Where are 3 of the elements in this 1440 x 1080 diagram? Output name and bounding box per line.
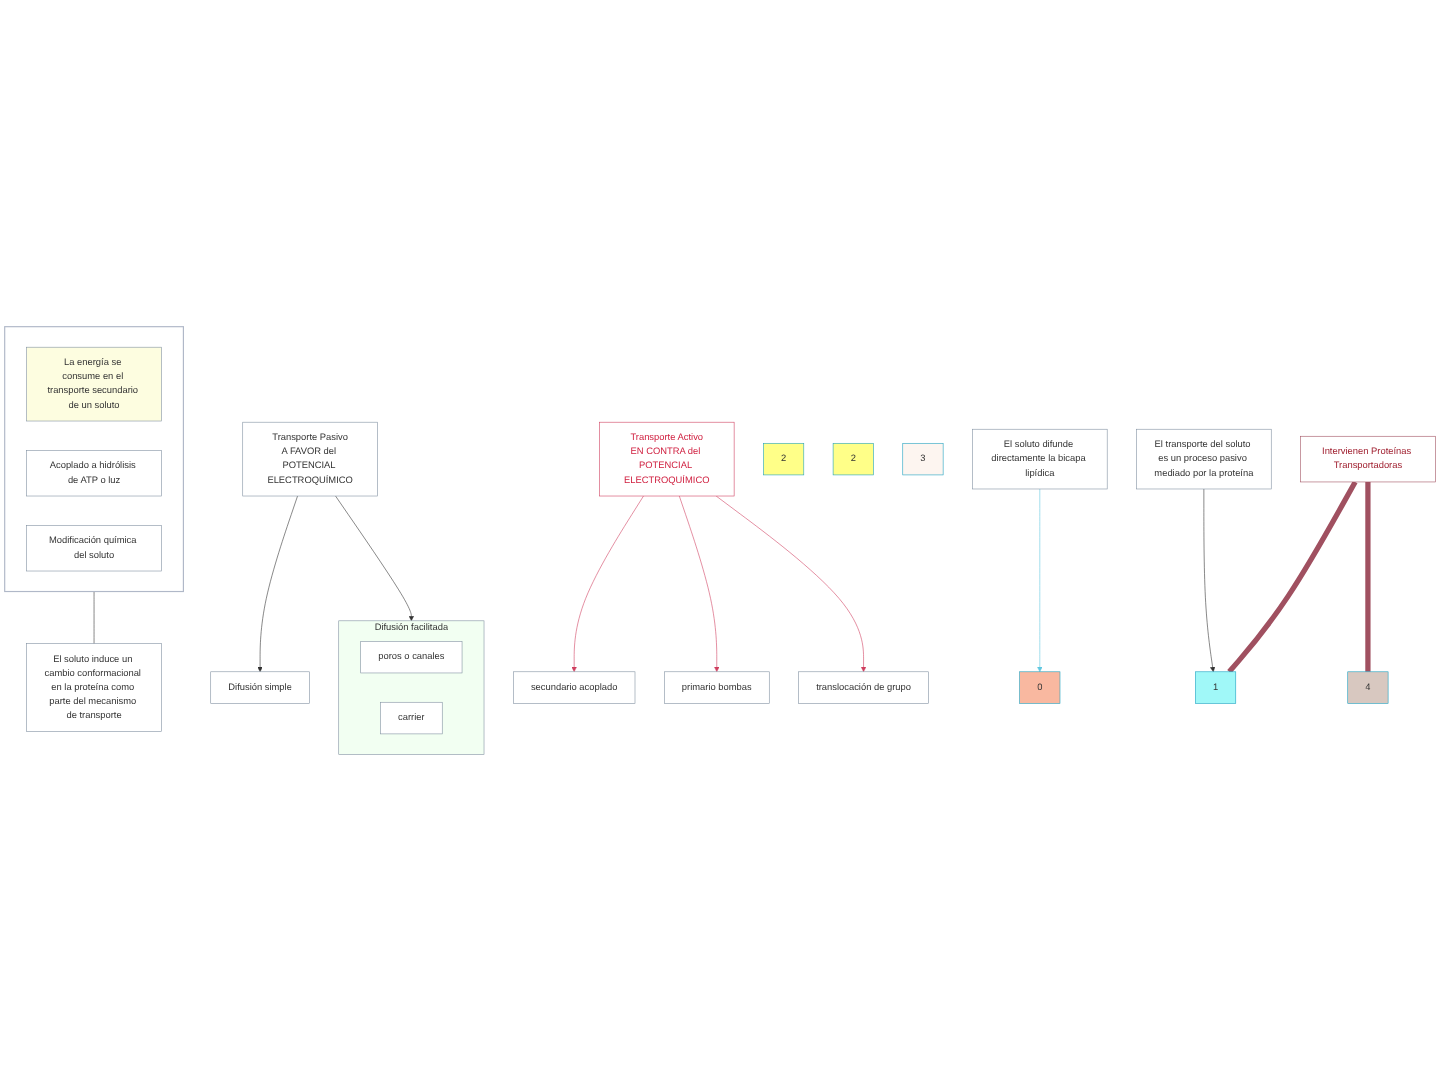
cluster — [4, 325, 184, 592]
connector — [1227, 480, 1358, 673]
connector — [1365, 481, 1371, 672]
